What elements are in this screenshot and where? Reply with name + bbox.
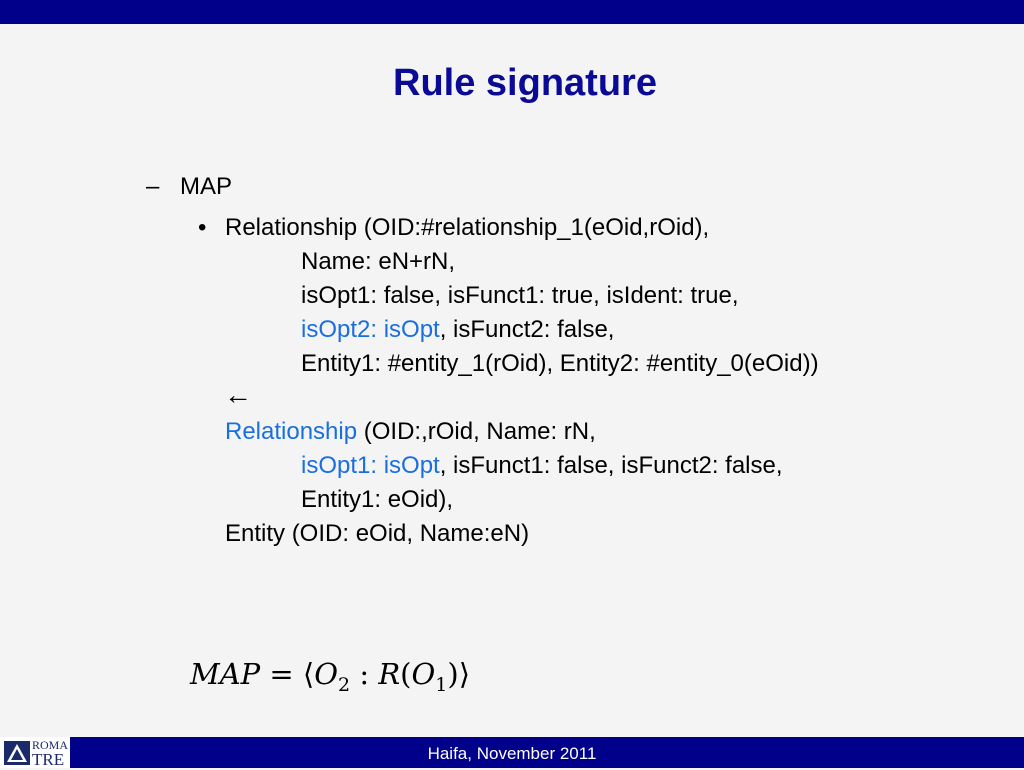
formula-lparen: ( (400, 657, 412, 691)
rule-head-line-3: isOpt1: false, isFunct1: true, isIdent: … (301, 282, 739, 309)
dash-item-map: MAP (180, 173, 233, 200)
rule-head-line-4: isOpt2: isOpt, isFunct2: false, (301, 313, 614, 347)
rule-body-line-3: Entity1: eOid), (301, 486, 454, 513)
formula-equals: = (269, 657, 294, 691)
logo-text-roma: ROMA (32, 738, 69, 752)
slide-title: Rule signature (393, 62, 657, 104)
formula-colon: : (359, 657, 370, 691)
map-formula: MAP = ⟨O2 : R(O1)⟩ (190, 657, 470, 696)
left-arrow-icon: ← (224, 379, 252, 410)
rule-body-line-2-rest: , isFunct1: false, isFunct2: false, (439, 452, 783, 479)
roma-tre-logo: ROMA TRE (0, 737, 70, 769)
formula-o1-sub: 1 (435, 673, 448, 696)
formula-lhs: MAP (190, 657, 261, 691)
rule-head-line-2: Name: eN+rN, (301, 248, 456, 275)
formula-open-bracket: ⟨ (302, 657, 315, 691)
logo-text-tre: TRE (32, 750, 65, 769)
highlight-isopt1: isOpt1: isOpt (301, 452, 440, 479)
dash-marker: – (146, 173, 160, 200)
rule-head-line-5: Entity1: #entity_1(rOid), Entity2: #enti… (301, 350, 819, 377)
rule-body-line-1: Relationship (OID:,rOid, Name: rN, (225, 415, 596, 449)
formula-close-bracket: ⟩ (458, 657, 471, 691)
highlight-relationship: Relationship (225, 418, 358, 445)
footer-text: Haifa, November 2011 (427, 744, 597, 763)
formula-o2-sub: 2 (338, 673, 351, 696)
formula-r: R (378, 657, 401, 691)
bullet-marker: • (198, 214, 207, 241)
formula-rparen: ) (447, 657, 459, 691)
formula-o2: O (314, 657, 339, 691)
top-bar (0, 0, 1024, 24)
rule-head-line-1: Relationship (OID:#relationship_1(eOid,r… (225, 214, 710, 241)
rule-body-line-1-rest: (OID:,rOid, Name: rN, (357, 418, 596, 445)
roma-tre-logo-icon (4, 741, 30, 765)
formula-o1: O (411, 657, 436, 691)
highlight-isopt2: isOpt2: isOpt (301, 316, 440, 343)
rule-body-line-2: isOpt1: isOpt, isFunct1: false, isFunct2… (301, 449, 783, 483)
rule-head-line-4-rest: , isFunct2: false, (439, 316, 615, 343)
rule-body-line-4: Entity (OID: eOid, Name:eN) (225, 520, 530, 547)
bottom-bar (0, 737, 1024, 768)
